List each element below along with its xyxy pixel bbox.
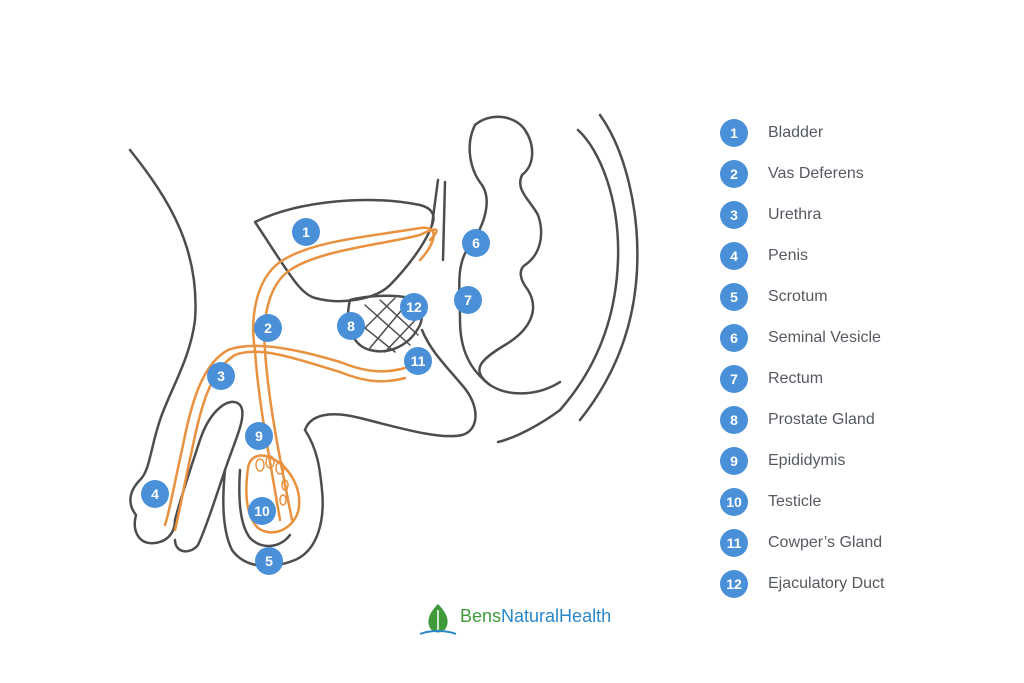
legend-item: 12 Ejaculatory Duct: [720, 563, 1010, 604]
perineum-outline: [303, 328, 477, 438]
legend-number-badge: 3: [720, 200, 748, 229]
marker-2: 2: [254, 314, 282, 342]
marker-7: 7: [454, 286, 482, 314]
legend-label: Epididymis: [768, 451, 846, 469]
legend-item: 6 Seminal Vesicle: [720, 317, 1010, 358]
marker-badge: [255, 547, 283, 575]
marker-badge: [462, 229, 490, 257]
marker-number: 2: [264, 320, 272, 336]
body-front-outline: [128, 148, 197, 545]
legend-label: Seminal Vesicle: [768, 328, 881, 346]
legend-item: 5 Scrotum: [720, 276, 1010, 317]
legend-number-badge: 7: [720, 364, 748, 393]
legend-label: Scrotum: [768, 287, 828, 305]
legend-item: 8 Prostate Gland: [720, 399, 1010, 440]
legend: 1 Bladder 2 Vas Deferens 3 Urethra 4 Penis 5 Scro…: [720, 112, 1010, 604]
marker-number: 1: [302, 224, 310, 240]
brand-name-part2: NaturalHealth: [501, 605, 612, 626]
vas-deferens-duct: [263, 228, 438, 522]
marker-number: 11: [411, 353, 426, 369]
legend-number-badge: 2: [720, 159, 748, 188]
marker-badge: [248, 497, 276, 525]
legend-number-badge: 4: [720, 241, 748, 270]
legend-item: 2 Vas Deferens: [720, 153, 1010, 194]
scrotum-outline: [222, 428, 324, 568]
legend-number-badge: 12: [720, 569, 748, 598]
marker-6: 6: [462, 229, 490, 257]
legend-number-badge: 5: [720, 282, 748, 311]
marker-badge: [404, 347, 432, 375]
marker-badge: [337, 312, 365, 340]
legend-label: Ejaculatory Duct: [768, 574, 885, 592]
vas-deferens-duct-inner: [252, 226, 435, 522]
marker-8: 8: [337, 312, 365, 340]
marker-3: 3: [207, 362, 235, 390]
urethra-duct-inner: [163, 344, 407, 527]
marker-badge: [254, 314, 282, 342]
marker-10: 10: [248, 497, 276, 525]
legend-label: Prostate Gland: [768, 410, 875, 428]
marker-badge: [454, 286, 482, 314]
legend-item: 10 Testicle: [720, 481, 1010, 522]
bladder-neck-line-b: [441, 180, 447, 262]
urethra-duct: [173, 350, 407, 532]
marker-badge: [400, 293, 428, 321]
marker-number: 10: [254, 503, 270, 519]
legend-label: Urethra: [768, 205, 822, 223]
marker-badge: [141, 480, 169, 508]
marker-number: 6: [472, 235, 480, 251]
marker-number: 12: [406, 299, 422, 315]
marker-4: 4: [141, 480, 169, 508]
marker-number: 7: [464, 292, 472, 308]
legend-item: 7 Rectum: [720, 358, 1010, 399]
legend-label: Cowper’s Gland: [768, 533, 883, 551]
legend-label: Penis: [768, 246, 809, 264]
back-outer-outline: [578, 113, 639, 422]
bladder-outline: [253, 198, 435, 303]
scrotum-inner-outline: [238, 468, 292, 548]
marker-1: 1: [292, 218, 320, 246]
legend-number-badge: 9: [720, 446, 748, 475]
marker-number: 4: [151, 486, 159, 502]
legend-item: 1 Bladder: [720, 112, 1010, 153]
legend-number-badge: 8: [720, 405, 748, 434]
testicle-tubules: [255, 455, 289, 506]
marker-number: 5: [265, 553, 273, 569]
legend-item: 9 Epididymis: [720, 440, 1010, 481]
marker-badge: [207, 362, 235, 390]
legend-item: 11 Cowper’s Gland: [720, 522, 1010, 563]
legend-number-badge: 10: [720, 487, 748, 516]
legend-label: Bladder: [768, 123, 824, 141]
legend-item: 4 Penis: [720, 235, 1010, 276]
back-outline: [496, 128, 620, 444]
brand-name: BensNaturalHealth: [460, 606, 611, 627]
marker-number: 9: [255, 428, 263, 444]
bladder-neck-line-a: [430, 178, 440, 227]
marker-badge: [292, 218, 320, 246]
marker-number: 8: [347, 318, 355, 334]
penis-outline: [173, 400, 244, 553]
legend-label: Testicle: [768, 492, 822, 510]
leaf-drop-icon: [419, 604, 457, 635]
marker-12: 12: [400, 293, 428, 321]
legend-number-badge: 1: [720, 118, 748, 147]
marker-badge: [245, 422, 273, 450]
legend-label: Rectum: [768, 369, 824, 387]
legend-label: Vas Deferens: [768, 164, 864, 182]
legend-number-badge: 11: [720, 528, 748, 557]
legend-number-badge: 6: [720, 323, 748, 352]
marker-number: 3: [217, 368, 225, 384]
marker-9: 9: [245, 422, 273, 450]
brand-logo: BensNaturalHealth: [414, 596, 611, 636]
brand-name-part1: Bens: [460, 605, 502, 626]
legend-item: 3 Urethra: [720, 194, 1010, 235]
marker-5: 5: [255, 547, 283, 575]
rectum-outline: [473, 115, 562, 395]
marker-11: 11: [404, 347, 432, 375]
